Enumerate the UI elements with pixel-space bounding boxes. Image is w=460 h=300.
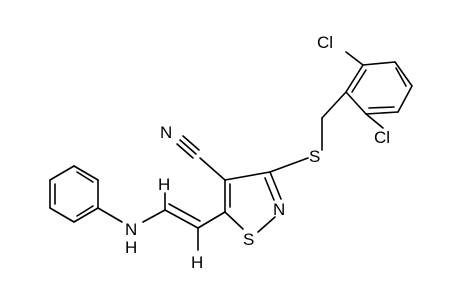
bond-nitrile-triple <box>176 143 194 159</box>
bond-nitrile-triple <box>179 139 197 155</box>
bond-double-inner <box>395 67 407 87</box>
bond <box>362 61 396 66</box>
bond <box>345 64 364 93</box>
bond-double-inner <box>76 171 94 183</box>
dichlorophenyl-ring <box>345 61 413 115</box>
bond <box>49 207 75 223</box>
isothiazole-ring <box>224 171 282 233</box>
atom-s-ring: S <box>243 230 254 249</box>
atom-s-thioether: S <box>309 147 320 166</box>
bond-ring-nitrile <box>199 157 226 181</box>
bond <box>345 91 367 115</box>
bond-ring-cl-top <box>345 51 364 66</box>
atom-h-amine: H <box>125 238 137 257</box>
bond-nitrile-triple <box>182 135 200 151</box>
bond-vinyl-ring <box>197 211 226 229</box>
bond-double-inner <box>351 69 367 93</box>
bond <box>49 165 75 181</box>
bond-phenyl-nh <box>97 207 123 223</box>
atom-cl-top: Cl <box>317 33 333 52</box>
bond <box>394 61 413 87</box>
bond <box>397 85 413 113</box>
phenyl-ring <box>49 165 99 223</box>
atom-n-nitrile: N <box>160 123 172 142</box>
bond-nh-vinyl <box>142 209 166 223</box>
bond-double-inner <box>264 177 275 201</box>
bond <box>269 171 282 200</box>
bond <box>73 207 99 223</box>
bond <box>224 211 244 230</box>
bond <box>224 171 271 181</box>
bond-ring-s <box>269 157 309 173</box>
atom-h-vinyl-bottom: H <box>191 253 203 272</box>
bond <box>257 216 276 233</box>
atom-h-vinyl-top: H <box>158 175 170 194</box>
bond-double-inner <box>368 106 395 109</box>
atom-cl-bottom: Cl <box>374 128 390 147</box>
atom-n-ring: N <box>273 200 285 219</box>
bond-ch2-aryl <box>321 91 347 119</box>
bond <box>73 165 99 181</box>
bond-ring-cl-bottom <box>365 113 384 129</box>
bond-vinyl-double-inner <box>168 203 201 222</box>
bond-double-inner <box>76 205 94 217</box>
atom-n-amine: N <box>125 220 137 239</box>
bond <box>365 111 399 115</box>
bond-vinyl-double <box>164 209 199 229</box>
